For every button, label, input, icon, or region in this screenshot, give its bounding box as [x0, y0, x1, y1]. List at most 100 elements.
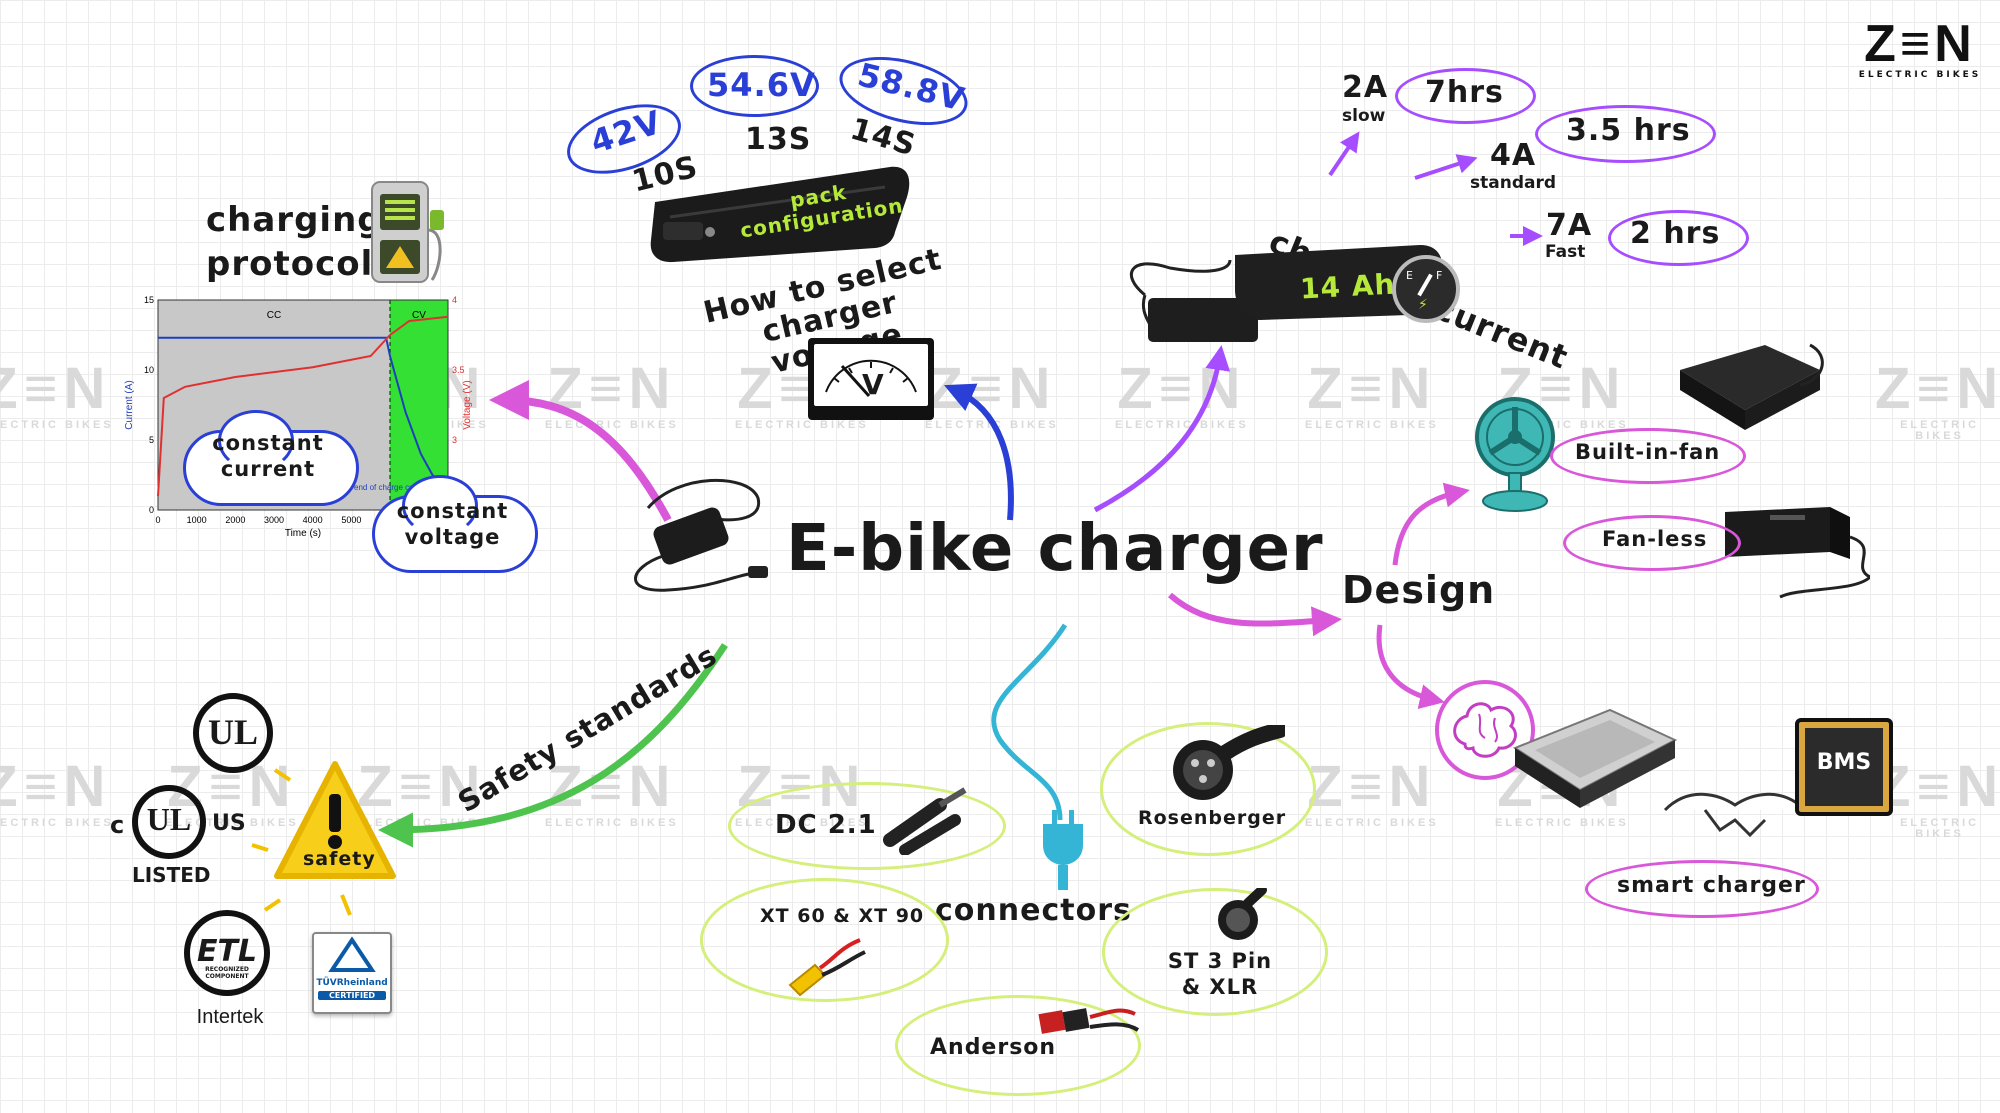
bms-chip-icon: BMS	[1795, 718, 1893, 816]
watermark-sub: ELECTRIC BIKES	[545, 419, 679, 431]
x-tick-label: 5000	[341, 515, 361, 525]
y2-tick-label: 3	[452, 435, 457, 445]
time-oval-7hrs	[1395, 68, 1536, 124]
intertek-label: Intertek	[196, 1006, 264, 1028]
watermark-text: Z≡N	[1307, 754, 1437, 819]
cloud-constant-current: constant current	[183, 405, 359, 506]
x-tick-label: 1000	[187, 515, 207, 525]
tuv-cert: CERTIFIED	[318, 991, 386, 1000]
x-tick-label: 0	[155, 515, 160, 525]
connector-oval-st3pin	[1102, 888, 1328, 1016]
watermark-text: Z≡N	[1875, 356, 2000, 421]
current-amps: 7A	[1546, 208, 1593, 243]
watermark-sub: ELECTRIC BIKES	[1900, 419, 1980, 442]
ul-logo: UL	[193, 693, 273, 773]
x-tick-label: 4000	[303, 515, 323, 525]
etl-text: ETL	[196, 934, 258, 969]
connector-oval-dc21	[728, 782, 1006, 870]
watermark-text: Z≡N	[547, 356, 677, 421]
y-tick-label: 15	[144, 295, 154, 305]
safety-sign-label: safety	[303, 848, 376, 870]
battery-capacity-label: 14 Ah	[1299, 267, 1397, 306]
fanless-charger-icon	[1725, 507, 1870, 599]
laptop-charger-icon	[634, 478, 768, 592]
logo-text: Z≡N	[1864, 15, 1976, 73]
fan-charger-icon	[1680, 343, 1824, 430]
etl-logo: ETL RECOGNIZED COMPONENT Intertek	[180, 910, 280, 1040]
logo-sub: ELECTRIC BIKES	[1858, 70, 1982, 80]
gauge-bolt: ⚡	[1418, 297, 1428, 313]
fanless-oval	[1563, 515, 1741, 571]
brain-glyph	[1453, 702, 1517, 758]
watermark-sub: ELECTRIC BIKES	[1900, 817, 1980, 840]
arrow-to-fan	[1392, 482, 1470, 566]
watermark-sub: ELECTRIC BIKES	[1115, 419, 1249, 431]
arrow-2a	[1328, 131, 1360, 177]
cloud-constant-voltage: constant voltage	[372, 470, 538, 573]
time-oval-2hrs	[1608, 210, 1749, 266]
current-amps: 4A	[1490, 138, 1537, 173]
charge-time: 2 hrs	[1630, 216, 1721, 251]
smart-charger-label: smart charger	[1617, 873, 1806, 898]
desk-fan-icon	[1475, 397, 1555, 512]
voltage-value: 54.6V	[707, 66, 816, 104]
watermark-sub: ELECTRIC BIKES	[0, 419, 114, 431]
plug-cord	[991, 623, 1068, 821]
bms-label: BMS	[1816, 750, 1872, 775]
connector-oval-anderson	[895, 995, 1141, 1096]
watermark-sub: ELECTRIC BIKES	[0, 817, 114, 829]
power-plug-icon	[1043, 810, 1083, 890]
voltmeter-symbol: V	[862, 368, 885, 401]
y-axis-label: Current (A)	[124, 380, 135, 429]
fuel-gauge-icon: E F ⚡	[1392, 255, 1460, 323]
arrow-to-design	[1168, 592, 1342, 637]
connector-oval-rosenberger	[1100, 722, 1316, 856]
gauge-f: F	[1436, 269, 1443, 282]
arrow-to-smart	[1376, 624, 1445, 709]
watermark-sub: ELECTRIC BIKES	[355, 817, 489, 829]
y-tick-label: 0	[149, 505, 154, 515]
tuv-triangle-icon	[328, 936, 376, 972]
arrow-to-safety	[378, 643, 728, 848]
watermark-text: Z≡N	[0, 754, 112, 819]
x-axis-label: Time (s)	[285, 528, 321, 539]
connector-oval-xt	[700, 878, 949, 1002]
watermark-text: Z≡N	[357, 754, 487, 819]
rosenberger-connector-icon	[1173, 725, 1285, 800]
y2-axis-label: Voltage (V)	[462, 380, 473, 429]
xt-connector-icon	[788, 938, 866, 997]
time-oval-35hrs	[1535, 105, 1716, 163]
protocol-title: charging protocol	[206, 198, 382, 286]
y2-tick-label: 3.5	[452, 365, 465, 375]
watermark-sub: ELECTRIC BIKES	[1305, 817, 1439, 829]
plot-frame	[157, 299, 449, 511]
watermark-sub: ELECTRIC BIKES	[545, 817, 679, 829]
watermark-sub: ELECTRIC BIKES	[1305, 419, 1439, 431]
battery-pack-icon	[650, 166, 910, 263]
ul-text: UL	[207, 712, 258, 752]
cul-logo: c UL US LISTED	[110, 785, 250, 887]
zen-logo: Z≡N ELECTRIC BIKES	[1850, 18, 1990, 80]
end-of-charge-note: end of charge current	[354, 483, 431, 492]
cells-value: 13S	[745, 122, 812, 157]
watermark-sub: ELECTRIC BIKES	[1495, 419, 1629, 431]
y2-tick-label: 4	[452, 295, 457, 305]
st3pin-connector-icon	[1218, 888, 1267, 940]
connectors-title: connectors	[935, 893, 1132, 928]
arrow-4a	[1414, 154, 1478, 180]
current-speed: slow	[1342, 106, 1386, 126]
built-in-fan-label: Built-in-fan	[1575, 440, 1721, 464]
connector-label: ST 3 Pin & XLR	[1167, 949, 1273, 999]
x-tick-label: 3000	[264, 515, 284, 525]
cul-ul-text: UL	[146, 801, 192, 837]
battery-charger-icon	[1129, 245, 1443, 342]
built-in-fan-oval	[1550, 428, 1746, 484]
design-title: Design	[1342, 568, 1496, 612]
current-speed: standard	[1470, 173, 1557, 193]
tuv-name: TÜVRheinland	[316, 978, 388, 988]
